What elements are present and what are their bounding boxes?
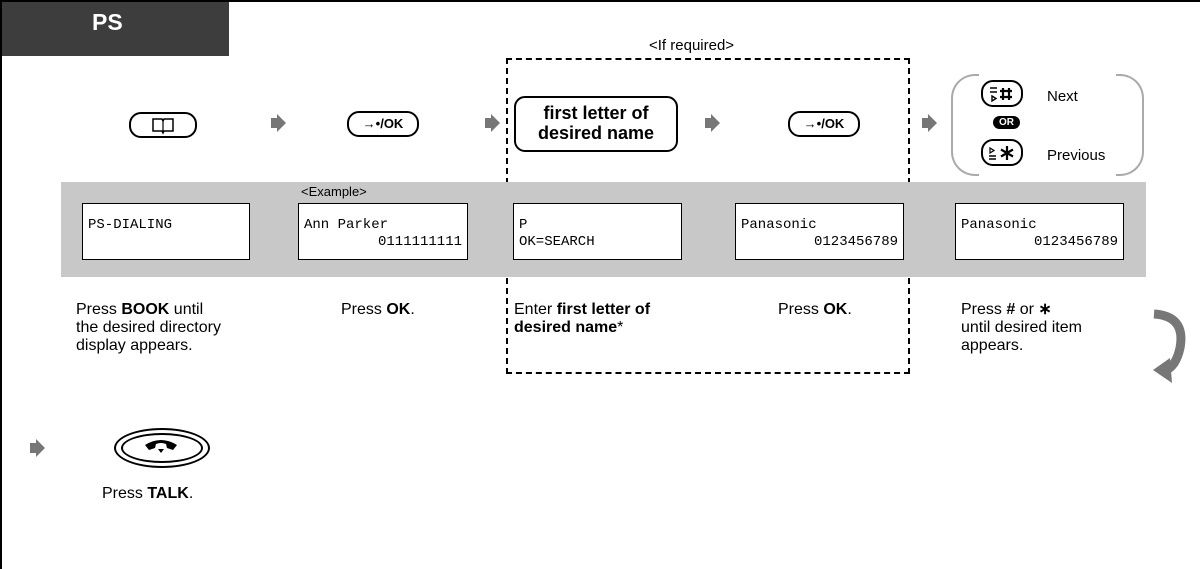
ok-key-2[interactable]: →•/OK (788, 111, 860, 137)
talk-key-inner (121, 433, 203, 463)
display-selected: Panasonic 0123456789 (955, 203, 1124, 260)
display-line1: Ann Parker (304, 217, 389, 233)
display-line1: Panasonic (961, 217, 1037, 233)
next-label: Next (1047, 88, 1078, 105)
instruction-enter-letter: Enter first letter of desired name* (514, 301, 651, 336)
display-search: P OK=SEARCH (513, 203, 682, 260)
step-arrow-2 (485, 114, 500, 132)
ps-tab-label: PS (92, 9, 123, 35)
display-line2: 0111111111 (377, 234, 462, 250)
book-icon (152, 118, 174, 135)
frame-left-border (0, 0, 2, 569)
if-required-label: <If required> (649, 37, 735, 54)
next-key[interactable] (981, 80, 1023, 107)
instruction-book: Press BOOK until the desired directory d… (76, 301, 221, 354)
display-line1: Panasonic (741, 217, 817, 233)
ok-key-label: →•/OK (362, 116, 404, 131)
display-line2: 0123456789 (1033, 234, 1118, 250)
first-letter-key[interactable]: first letter of desired name (514, 96, 678, 152)
ok-key-label: →•/OK (803, 116, 845, 131)
previous-label: Previous (1047, 147, 1106, 164)
ps-tab: PS (2, 2, 229, 56)
display-line1: PS-DIALING (88, 217, 173, 233)
phone-handset-icon (145, 440, 177, 453)
example-label: <Example> (301, 184, 367, 199)
ok-key-1[interactable]: →•/OK (347, 111, 419, 137)
display-line2: 0123456789 (813, 234, 898, 250)
right-parenthesis (1116, 74, 1144, 176)
first-letter-line2: desired name (537, 123, 655, 143)
next-hash-icon (990, 87, 1012, 103)
frame-top-border (0, 0, 1200, 2)
left-parenthesis (951, 74, 979, 176)
talk-key[interactable] (114, 428, 210, 468)
step-arrow-4 (922, 114, 937, 132)
instruction-ok-2: Press OK. (778, 301, 852, 318)
or-badge: OR (993, 116, 1020, 129)
display-example: Ann Parker 0111111111 (298, 203, 468, 260)
repeat-arrow-icon (1153, 309, 1186, 383)
step-arrow-3 (705, 114, 720, 132)
step-arrow-1 (271, 114, 286, 132)
instruction-ok-1: Press OK. (341, 301, 415, 318)
display-result: Panasonic 0123456789 (735, 203, 904, 260)
display-line1: P (519, 217, 528, 233)
step-arrow-5 (30, 439, 45, 457)
instruction-talk: Press TALK. (102, 485, 194, 502)
book-key[interactable] (129, 112, 197, 138)
display-ps-dialing: PS-DIALING (82, 203, 250, 260)
previous-star-icon (989, 146, 1014, 160)
display-line2: OK=SEARCH (519, 234, 595, 250)
instruction-navigate: Press # or ∗ until desired item appears. (961, 301, 1082, 354)
first-letter-line1: first letter of (543, 103, 649, 123)
previous-key[interactable] (981, 139, 1023, 166)
